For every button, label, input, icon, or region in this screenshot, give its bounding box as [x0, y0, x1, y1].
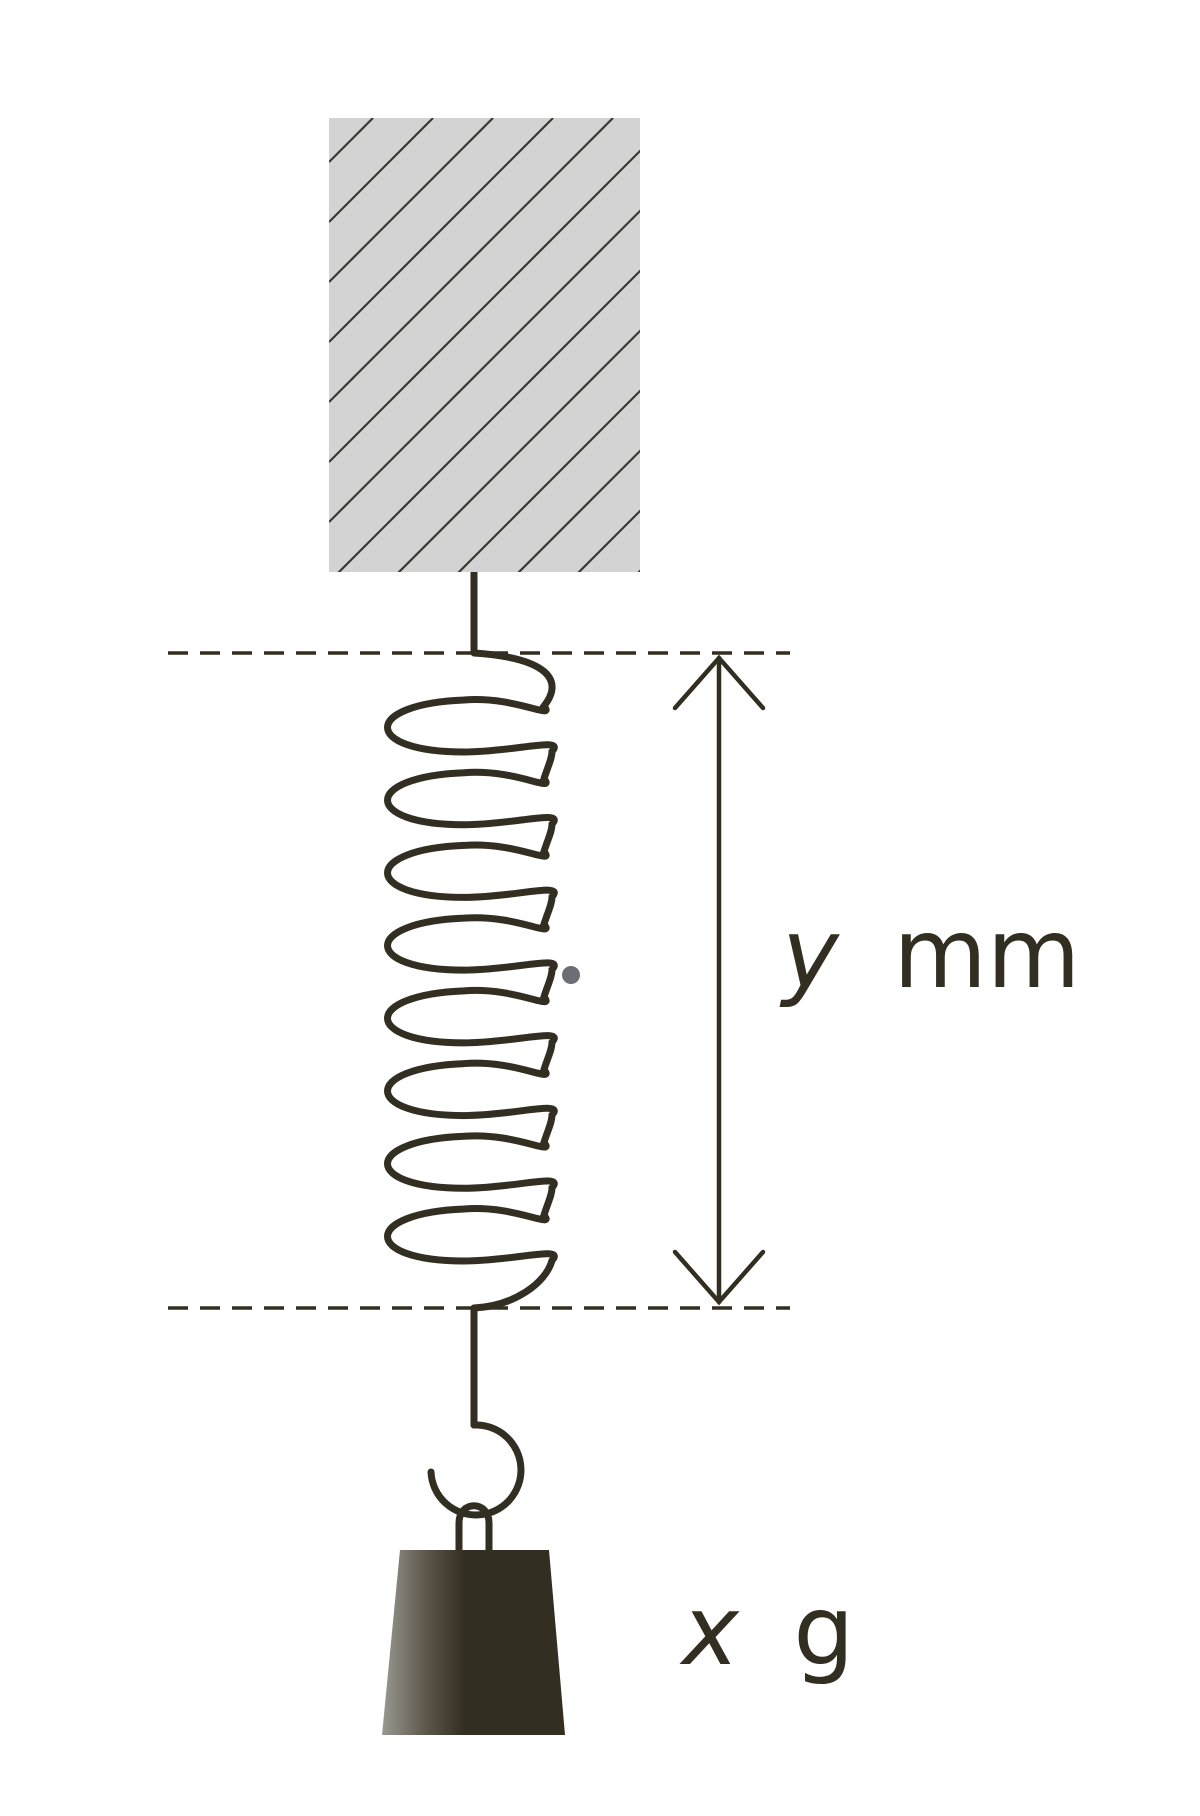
length-label: y mm: [779, 898, 1080, 1010]
mass-loop: [455, 1502, 493, 1554]
length-dimension-arrow: [672, 654, 766, 1306]
support-block: [329, 118, 640, 572]
length-unit: mm: [893, 898, 1080, 1010]
spring-coil: [384, 649, 558, 1312]
marker-dot: [562, 966, 580, 984]
spring: [384, 649, 558, 1312]
mass-label: x g: [679, 1575, 854, 1687]
hook: [427, 1304, 525, 1519]
hatch-lines: [329, 118, 640, 572]
hanging-mass: [382, 1550, 565, 1735]
mass-unit: g: [793, 1575, 854, 1687]
mass-variable: x: [679, 1575, 740, 1687]
length-variable: y: [779, 898, 840, 1010]
